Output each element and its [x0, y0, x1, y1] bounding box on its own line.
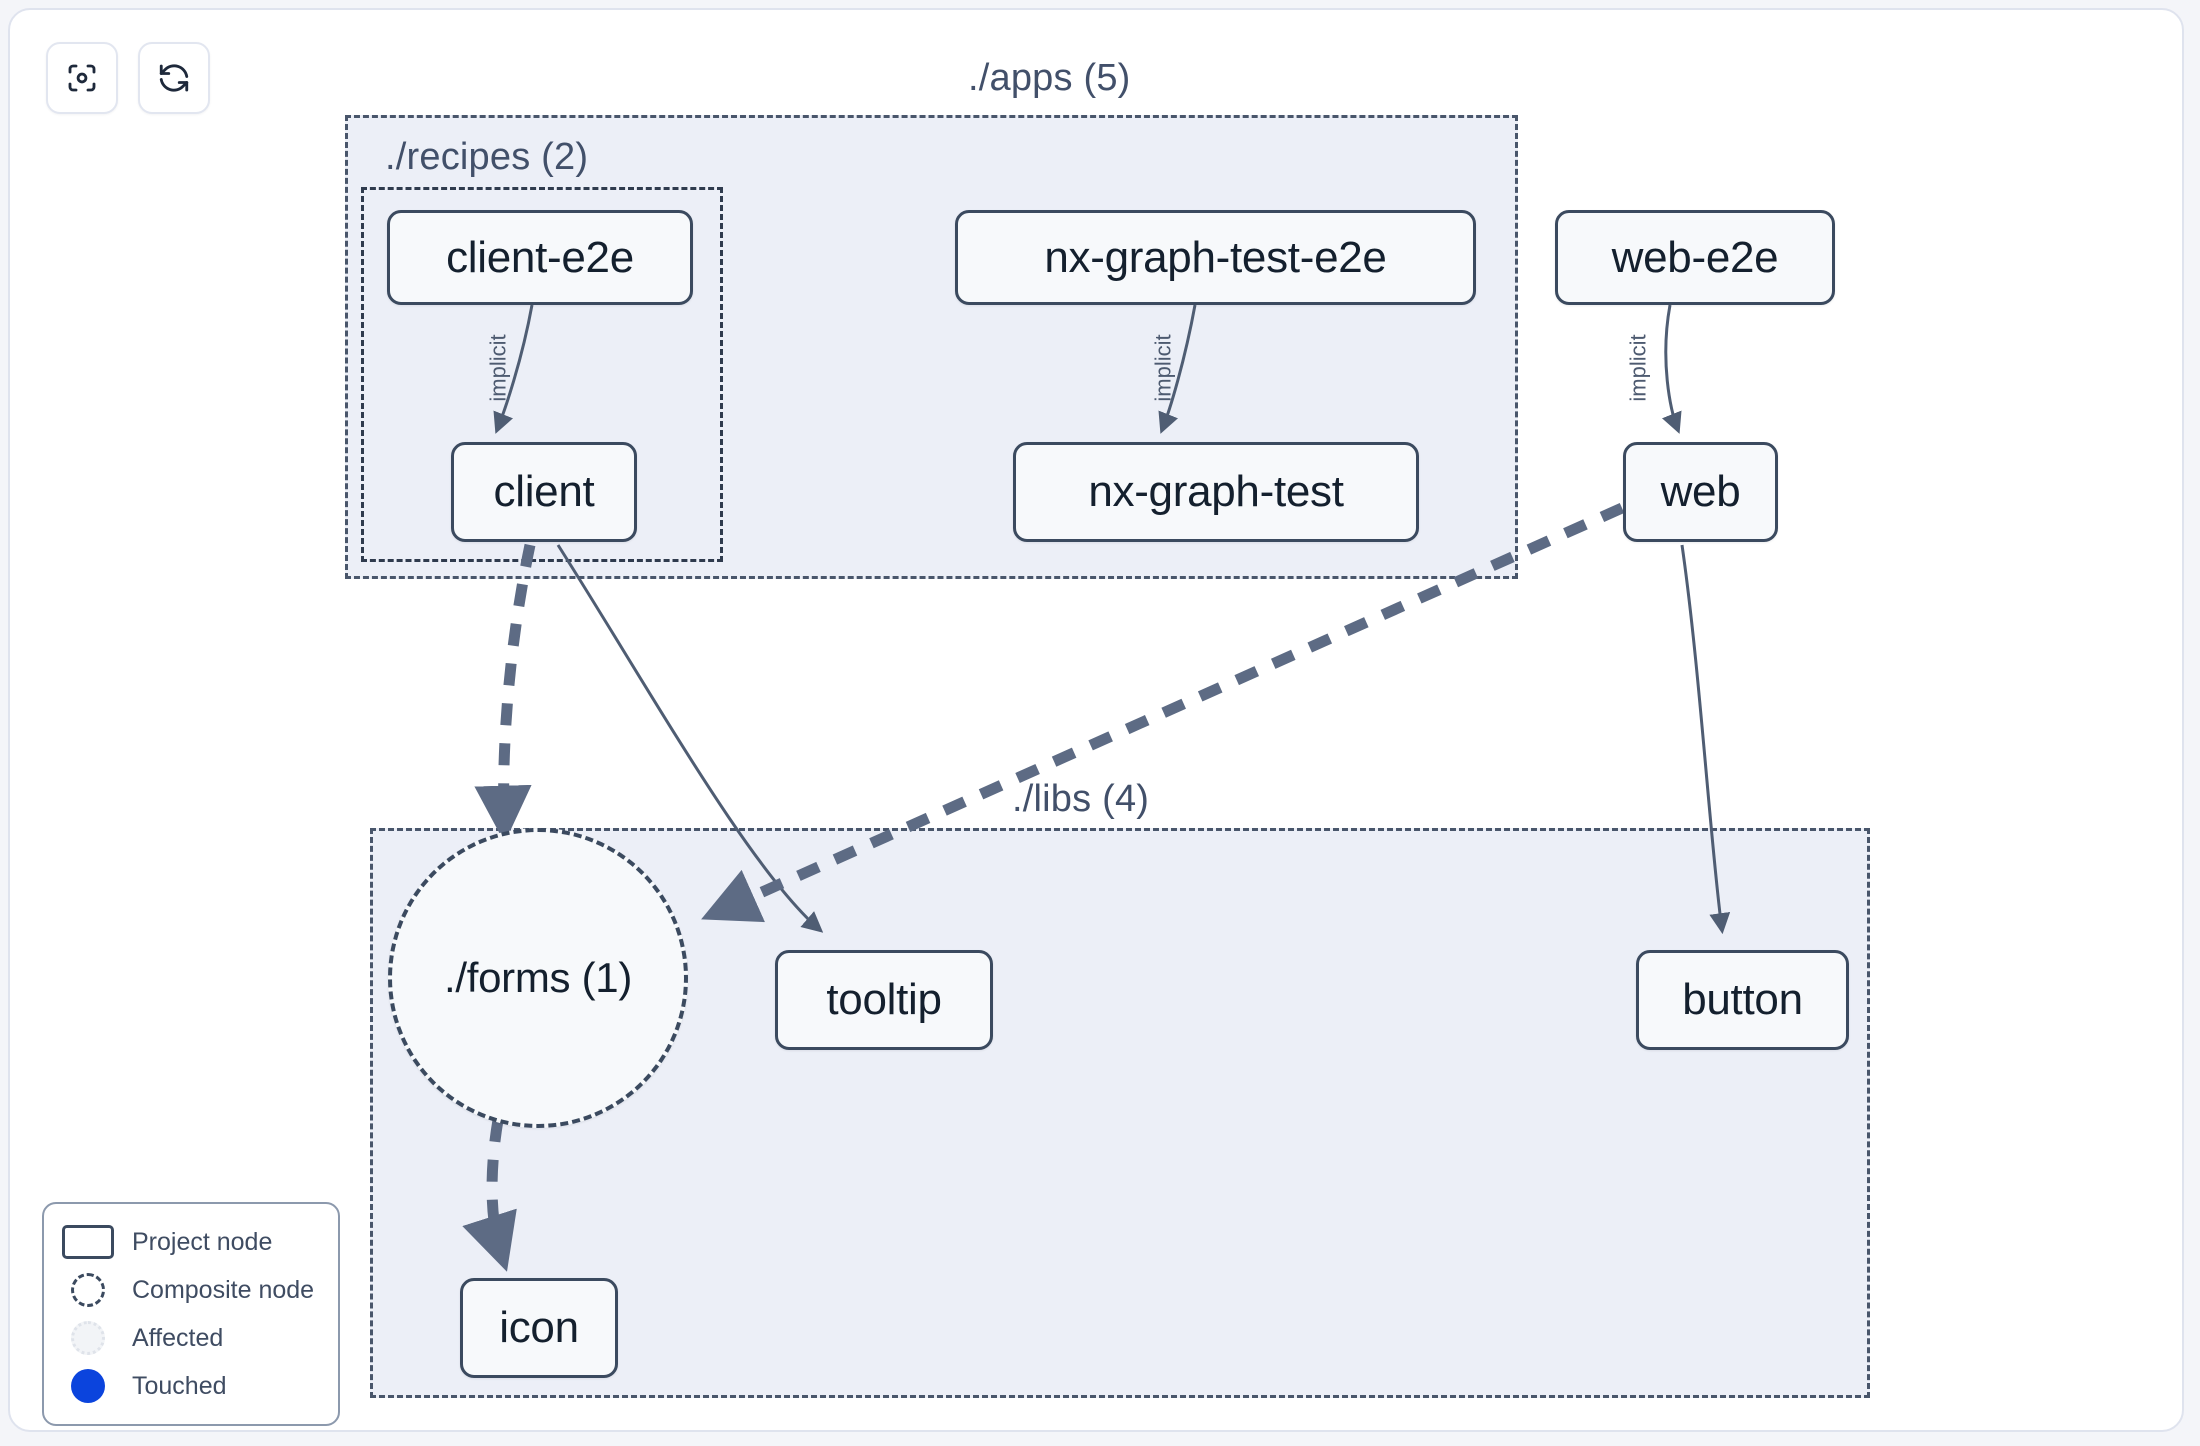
group-label-libs: ./libs (4) — [1012, 778, 1150, 820]
focus-graph-button[interactable] — [46, 42, 118, 114]
node-nx-graph-test-e2e[interactable]: nx-graph-test-e2e — [955, 210, 1476, 305]
node-label: nx-graph-test-e2e — [1044, 232, 1387, 282]
edge-nx-graph-test-e2e-to-nx-graph-test — [1158, 304, 1197, 434]
node-tooltip[interactable]: tooltip — [775, 950, 993, 1050]
refresh-icon — [156, 60, 192, 96]
edge-client-to-forms — [474, 543, 536, 843]
composite-node-icon — [60, 1273, 116, 1307]
node-label: icon — [499, 1303, 579, 1352]
node-client[interactable]: client — [451, 442, 637, 542]
node-label: client — [493, 467, 595, 516]
node-label: nx-graph-test — [1088, 467, 1344, 516]
node-client-e2e[interactable]: client-e2e — [387, 210, 693, 305]
legend-label: Affected — [132, 1323, 224, 1352]
node-forms-composite[interactable]: ./forms (1) — [388, 828, 688, 1128]
legend-item-affected: Affected — [60, 1314, 322, 1362]
graph-canvas-card: ./apps (5) ./recipes (2) ./libs (4) — [8, 8, 2184, 1432]
edge-web-e2e-to-web — [1662, 304, 1682, 434]
viewfinder-focus-icon — [64, 60, 100, 96]
node-label: tooltip — [826, 975, 942, 1024]
refresh-graph-button[interactable] — [138, 42, 210, 114]
edge-client-e2e-to-client — [493, 304, 534, 434]
node-web[interactable]: web — [1623, 442, 1778, 542]
legend-item-composite-node: Composite node — [60, 1266, 322, 1314]
node-label: ./forms (1) — [443, 954, 633, 1001]
legend-item-touched: Touched — [60, 1362, 322, 1410]
node-icon[interactable]: icon — [460, 1278, 618, 1378]
node-nx-graph-test[interactable]: nx-graph-test — [1013, 442, 1419, 542]
group-label-recipes: ./recipes (2) — [385, 136, 589, 178]
node-button[interactable]: button — [1636, 950, 1849, 1050]
node-web-e2e[interactable]: web-e2e — [1555, 210, 1835, 305]
edge-web-to-button — [1680, 544, 1731, 935]
graph-edges-layer — [462, 304, 1731, 1272]
graph-legend: Project node Composite node Affected Tou… — [42, 1202, 340, 1426]
edge-forms-to-icon — [462, 1119, 517, 1272]
touched-node-icon — [60, 1369, 116, 1403]
group-box-recipes[interactable] — [361, 187, 723, 562]
legend-label: Project node — [132, 1227, 273, 1256]
project-node-icon — [60, 1225, 116, 1259]
legend-item-project-node: Project node — [60, 1218, 322, 1266]
node-label: web-e2e — [1611, 232, 1779, 282]
affected-node-icon — [60, 1321, 116, 1355]
node-label: button — [1682, 975, 1803, 1024]
edge-client-to-tooltip — [556, 544, 824, 933]
edge-web-to-forms — [701, 502, 1625, 923]
legend-label: Touched — [132, 1371, 227, 1400]
node-label: web — [1660, 467, 1741, 516]
group-label-apps: ./apps (5) — [968, 57, 1131, 99]
legend-label: Composite node — [132, 1275, 315, 1304]
node-label: client-e2e — [446, 232, 634, 282]
graph-toolbar — [46, 42, 210, 114]
